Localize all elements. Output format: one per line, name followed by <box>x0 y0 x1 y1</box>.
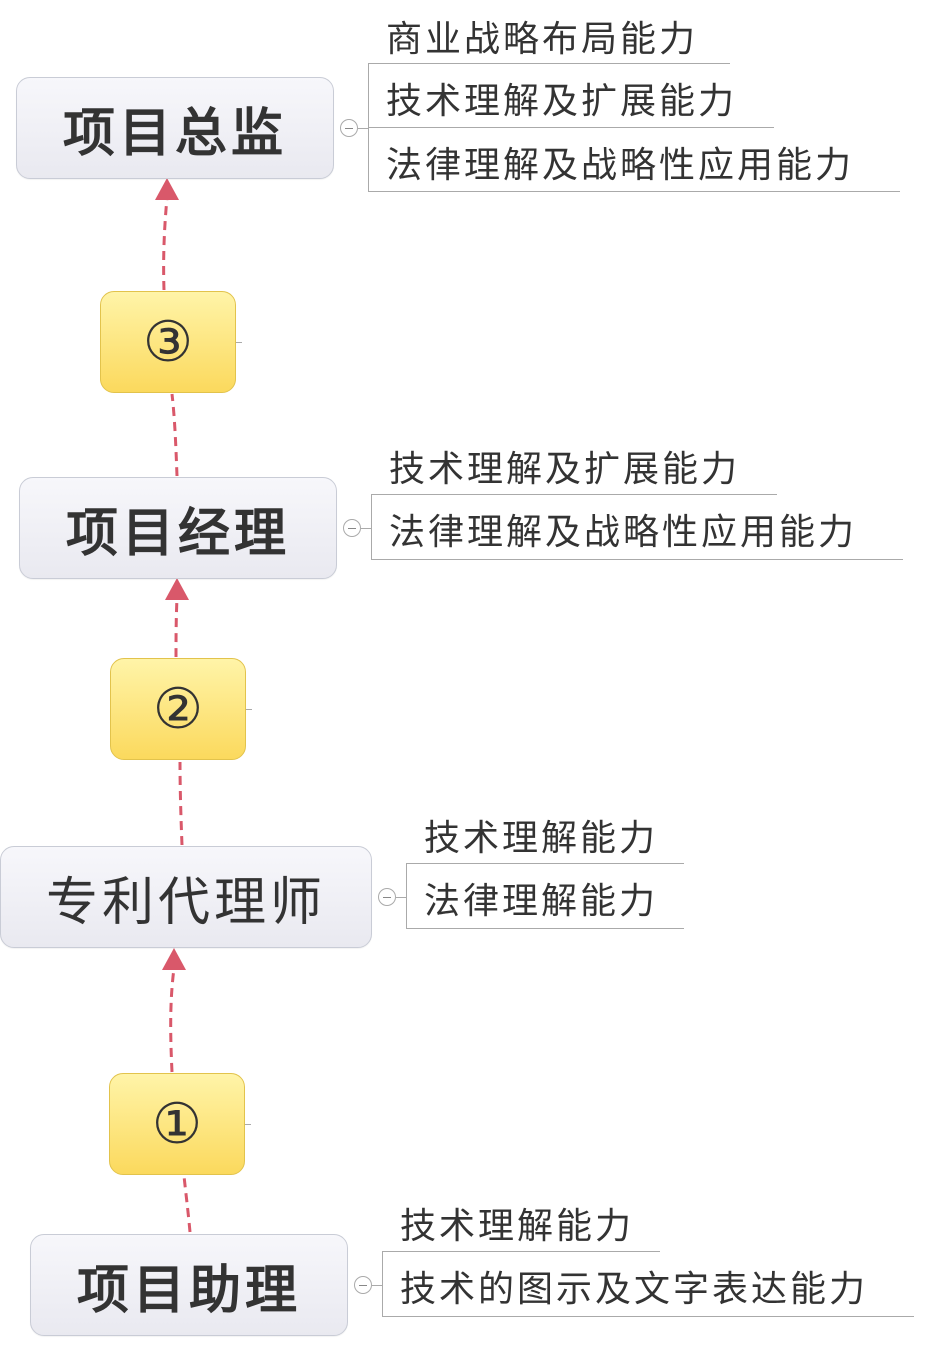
collapse-toggle-director[interactable] <box>340 119 358 137</box>
step-node-1[interactable]: ① <box>109 1073 245 1175</box>
skill-underline <box>406 863 684 864</box>
collapse-toggle-assistant[interactable] <box>354 1276 372 1294</box>
role-node-director[interactable]: 项目总监 <box>16 77 334 179</box>
skill-underline <box>371 559 903 560</box>
skill-item: 技术理解及扩展能力 <box>386 81 738 122</box>
skill-item: 商业战略布局能力 <box>386 19 699 60</box>
skill-item: 技术的图示及文字表达能力 <box>400 1269 869 1310</box>
skill-connector <box>361 528 371 529</box>
skill-underline <box>368 191 900 192</box>
skill-item: 技术理解能力 <box>424 818 659 859</box>
skill-underline <box>371 494 777 495</box>
step-1-tick <box>245 1124 251 1125</box>
role-label-agent: 专利代理师 <box>45 872 326 933</box>
role-label-director: 项目总监 <box>62 103 287 164</box>
skill-item: 法律理解及战略性应用能力 <box>389 512 858 553</box>
role-label-manager: 项目经理 <box>65 503 290 564</box>
arrow-segment <box>169 967 176 1073</box>
skill-connector <box>358 128 368 129</box>
skill-bracket <box>382 1251 383 1316</box>
arrowhead <box>155 178 179 200</box>
arrow-segment <box>170 393 179 477</box>
skill-item: 技术理解能力 <box>400 1206 635 1247</box>
step-3-tick <box>236 342 242 343</box>
skill-underline <box>368 63 730 64</box>
skill-item: 法律理解能力 <box>424 881 659 922</box>
role-node-agent[interactable]: 专利代理师 <box>0 846 372 948</box>
arrow-segment <box>178 761 184 846</box>
step-node-2[interactable]: ② <box>110 658 246 760</box>
arrow-segment <box>182 1175 192 1233</box>
skill-underline <box>382 1316 914 1317</box>
arrowhead <box>165 578 189 600</box>
role-node-assistant[interactable]: 项目助理 <box>30 1234 348 1336</box>
step-node-3[interactable]: ③ <box>100 291 236 393</box>
skill-underline <box>382 1251 660 1252</box>
skill-bracket <box>371 494 372 559</box>
role-label-assistant: 项目助理 <box>76 1260 301 1321</box>
step-label-3: ③ <box>142 309 194 375</box>
skill-underline <box>368 127 774 128</box>
skill-connector <box>396 897 406 898</box>
role-node-manager[interactable]: 项目经理 <box>19 477 337 579</box>
skill-underline <box>406 928 684 929</box>
step-2-tick <box>246 709 252 710</box>
skill-item: 技术理解及扩展能力 <box>389 449 741 490</box>
skill-bracket <box>406 863 407 928</box>
collapse-toggle-agent[interactable] <box>378 888 396 906</box>
arrowhead <box>162 948 186 970</box>
skill-connector <box>372 1285 382 1286</box>
step-label-1: ① <box>151 1091 203 1157</box>
collapse-toggle-manager[interactable] <box>343 519 361 537</box>
skill-item: 法律理解及战略性应用能力 <box>386 145 855 186</box>
arrow-segment <box>162 197 169 291</box>
step-label-2: ② <box>152 676 204 742</box>
arrow-segment <box>174 597 179 658</box>
